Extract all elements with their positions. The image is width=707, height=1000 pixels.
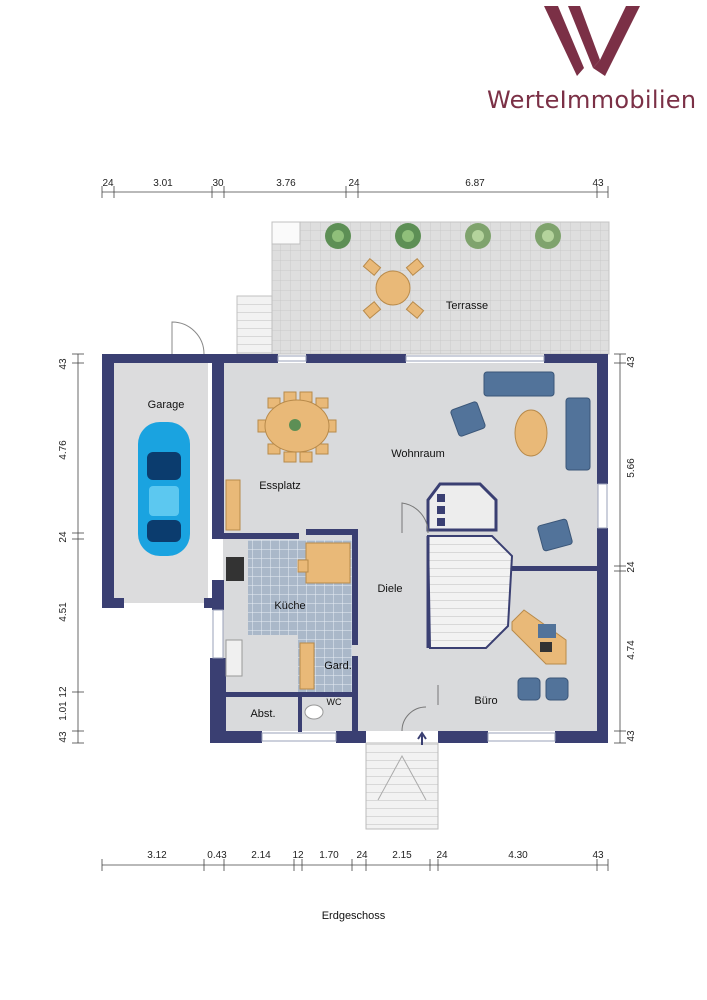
room-label-buero: Büro xyxy=(474,695,497,707)
room-label-wc: WC xyxy=(327,697,342,707)
dim-bottom: 43 xyxy=(592,850,604,861)
dim-bottom: 0.43 xyxy=(207,850,227,861)
sideboard xyxy=(225,479,241,531)
room-label-diele: Diele xyxy=(377,583,402,595)
stair-direction xyxy=(377,754,427,801)
dim-left: 43 xyxy=(58,358,69,370)
car-icon xyxy=(138,422,190,556)
dim-right: 43 xyxy=(626,356,637,368)
floor-title: Erdgeschoss xyxy=(321,910,386,922)
dimensions-top: 24 3.01 30 3.76 24 6.87 43 xyxy=(102,178,604,189)
dim-right: 4.74 xyxy=(626,640,637,660)
dim-top: 24 xyxy=(102,178,114,189)
dim-bottom: 3.12 xyxy=(147,850,167,861)
dim-bottom: 1.70 xyxy=(319,850,339,861)
garage-door xyxy=(171,321,205,355)
windows xyxy=(212,355,608,742)
fireplace-icon xyxy=(426,482,498,532)
wardrobe xyxy=(299,642,315,690)
exterior-walls xyxy=(102,354,608,743)
room-label-terrasse: Terrasse xyxy=(446,300,488,312)
dimension-lines xyxy=(72,186,626,871)
brand-name: WerteImmobilien xyxy=(487,86,697,114)
dimensions-left: 43 4.76 24 4.51 1.01 12 43 xyxy=(58,358,69,743)
terrace-table-icon xyxy=(362,257,425,320)
room-label-wohnraum: Wohnraum xyxy=(391,448,445,460)
dim-bottom: 4.30 xyxy=(508,850,528,861)
dim-bottom: 24 xyxy=(436,850,448,861)
room-label-garage: Garage xyxy=(148,399,185,411)
entrance-arrow-icon xyxy=(417,731,427,745)
toilet-icon xyxy=(304,704,324,720)
table-plant-icon xyxy=(289,419,301,431)
dim-top: 6.87 xyxy=(465,178,485,189)
dim-top: 43 xyxy=(592,178,604,189)
kitchen-table-icon xyxy=(297,542,351,584)
room-label-gard: Gard. xyxy=(324,660,352,672)
werte-immobilien-logo-icon xyxy=(544,6,640,76)
dim-right: 24 xyxy=(626,561,637,573)
plant-icon xyxy=(325,223,561,249)
dim-top: 3.01 xyxy=(153,178,173,189)
dim-left: 24 xyxy=(58,531,69,543)
dim-left: 1.01 xyxy=(58,701,69,721)
room-label-kueche: Küche xyxy=(274,600,305,612)
coffee-table-icon xyxy=(514,409,548,457)
dim-bottom: 2.15 xyxy=(392,850,412,861)
dim-left: 12 xyxy=(58,686,69,698)
desk-icon xyxy=(511,609,567,665)
door-arcs xyxy=(401,502,439,732)
interior-walls xyxy=(210,529,601,734)
dim-bottom: 24 xyxy=(356,850,368,861)
dim-right: 43 xyxy=(626,730,637,742)
entrance-stairs xyxy=(365,742,439,830)
sink-icon xyxy=(225,639,243,677)
sofa-icon xyxy=(450,371,591,552)
armchair-icon xyxy=(517,677,569,701)
dim-right: 5.66 xyxy=(626,458,637,478)
dimensions-bottom: 3.12 0.43 2.14 12 1.70 24 2.15 24 4.30 4… xyxy=(147,850,604,861)
dim-bottom: 2.14 xyxy=(251,850,271,861)
dimensions-right: 43 5.66 24 4.74 43 xyxy=(626,356,637,742)
dim-left: 43 xyxy=(58,731,69,743)
dim-top: 30 xyxy=(212,178,224,189)
dim-left: 4.76 xyxy=(58,440,69,460)
room-label-abst: Abst. xyxy=(250,708,275,720)
room-label-essplatz: Essplatz xyxy=(259,480,301,492)
stove-icon xyxy=(226,557,244,581)
dim-top: 3.76 xyxy=(276,178,296,189)
dim-left: 4.51 xyxy=(58,602,69,622)
dim-bottom: 12 xyxy=(292,850,304,861)
room-labels: Terrasse Garage Wohnraum Essplatz Küche … xyxy=(148,300,498,720)
staircase xyxy=(426,535,514,649)
dim-top: 24 xyxy=(348,178,360,189)
